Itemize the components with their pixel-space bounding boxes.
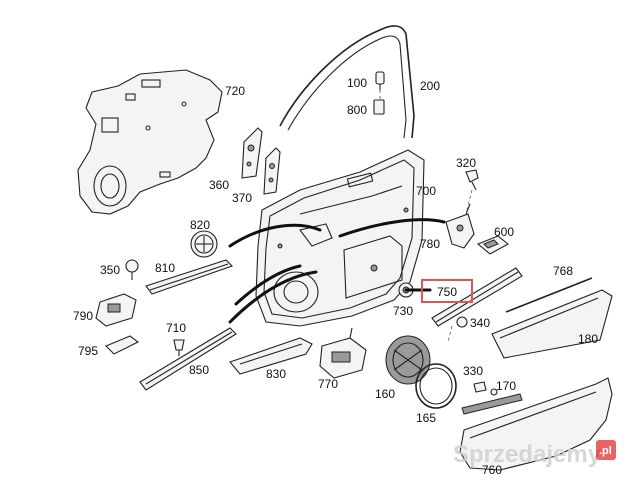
label-768: 768 [553,264,573,278]
label-760: 760 [482,463,502,477]
part-labels: 720 100 200 800 320 360 370 700 820 780 … [73,76,598,477]
label-820: 820 [190,218,210,232]
label-170: 170 [496,379,516,393]
label-600: 600 [494,225,514,239]
watermark-text: Sprzedajemy [453,441,602,468]
label-810: 810 [155,261,175,275]
label-800: 800 [347,103,367,117]
part-320-screw [465,169,479,191]
label-750: 750 [437,285,457,299]
part-770-lock-mechanism [319,327,367,379]
label-790: 790 [73,309,93,323]
label-730: 730 [393,304,413,318]
label-795: 795 [78,344,98,358]
part-810-trim-strip [145,259,234,295]
label-200: 200 [420,79,440,93]
part-780-bracket [445,203,475,249]
part-165-speaker-ring [415,363,457,409]
part-830-armrest [229,337,313,375]
label-100: 100 [347,76,367,90]
label-850: 850 [189,363,209,377]
connector-lines [228,90,473,343]
label-330: 330 [463,364,483,378]
part-700-door-inner-panel [255,149,425,327]
label-320: 320 [456,156,476,170]
label-340: 340 [470,316,490,330]
part-200-window-seal [279,25,415,139]
highlight-box-750 [421,279,473,303]
label-350: 350 [100,263,120,277]
part-330-clip [473,381,487,393]
label-710: 710 [166,321,186,335]
part-750-armrest-bar [431,267,523,327]
label-360: 360 [209,178,229,192]
part-160-speaker-grille [385,335,431,385]
label-770: 770 [318,377,338,391]
label-165: 165 [416,411,436,425]
label-700: 700 [416,184,436,198]
label-720: 720 [225,84,245,98]
part-600-switch [476,235,509,255]
part-100-clip [375,71,385,90]
part-720-insulation-mat [77,69,223,215]
watermark-badge-text: .pl [599,445,612,457]
part-170-reflector-strip [461,388,523,415]
label-830: 830 [266,367,286,381]
label-160: 160 [375,387,395,401]
watermark-badge [596,440,616,460]
label-180: 180 [578,332,598,346]
watermark: Sprzedajemy .pl [453,440,616,468]
part-795-pull-cup [105,335,140,355]
part-340-screw [456,316,468,328]
part-820-round-grille [190,230,218,258]
part-768-seal-strip [505,277,593,313]
part-350-bolt [125,259,139,280]
part-370-mirror-cover [263,147,281,195]
part-710-clip [173,339,185,356]
part-760-lower-trim [459,377,613,471]
part-360-mirror-cover [241,127,263,179]
label-370: 370 [232,191,252,205]
part-180-door-pocket [491,289,613,359]
label-780: 780 [420,237,440,251]
part-790-handle-bracket [95,293,137,327]
part-800-clip [373,99,385,115]
part-850-lower-trim [139,327,237,391]
